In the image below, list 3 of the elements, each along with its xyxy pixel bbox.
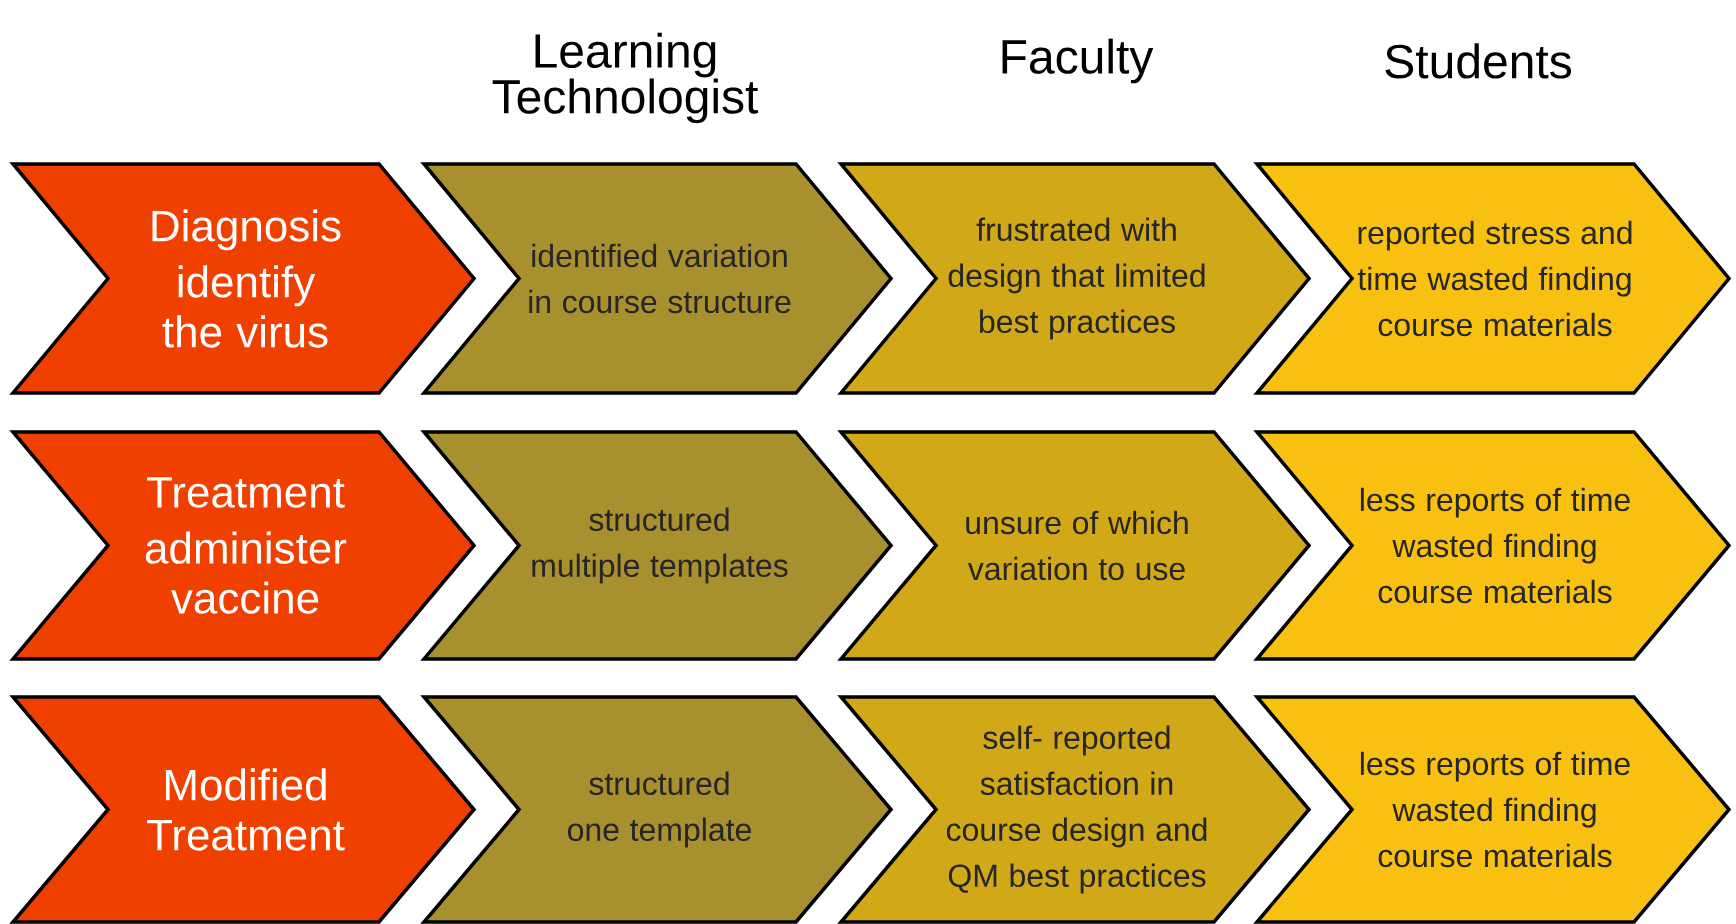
column-heading: Learning Technologist [492,32,759,124]
column-heading: Faculty [1002,38,1154,84]
column-heading: Students [1385,43,1571,79]
